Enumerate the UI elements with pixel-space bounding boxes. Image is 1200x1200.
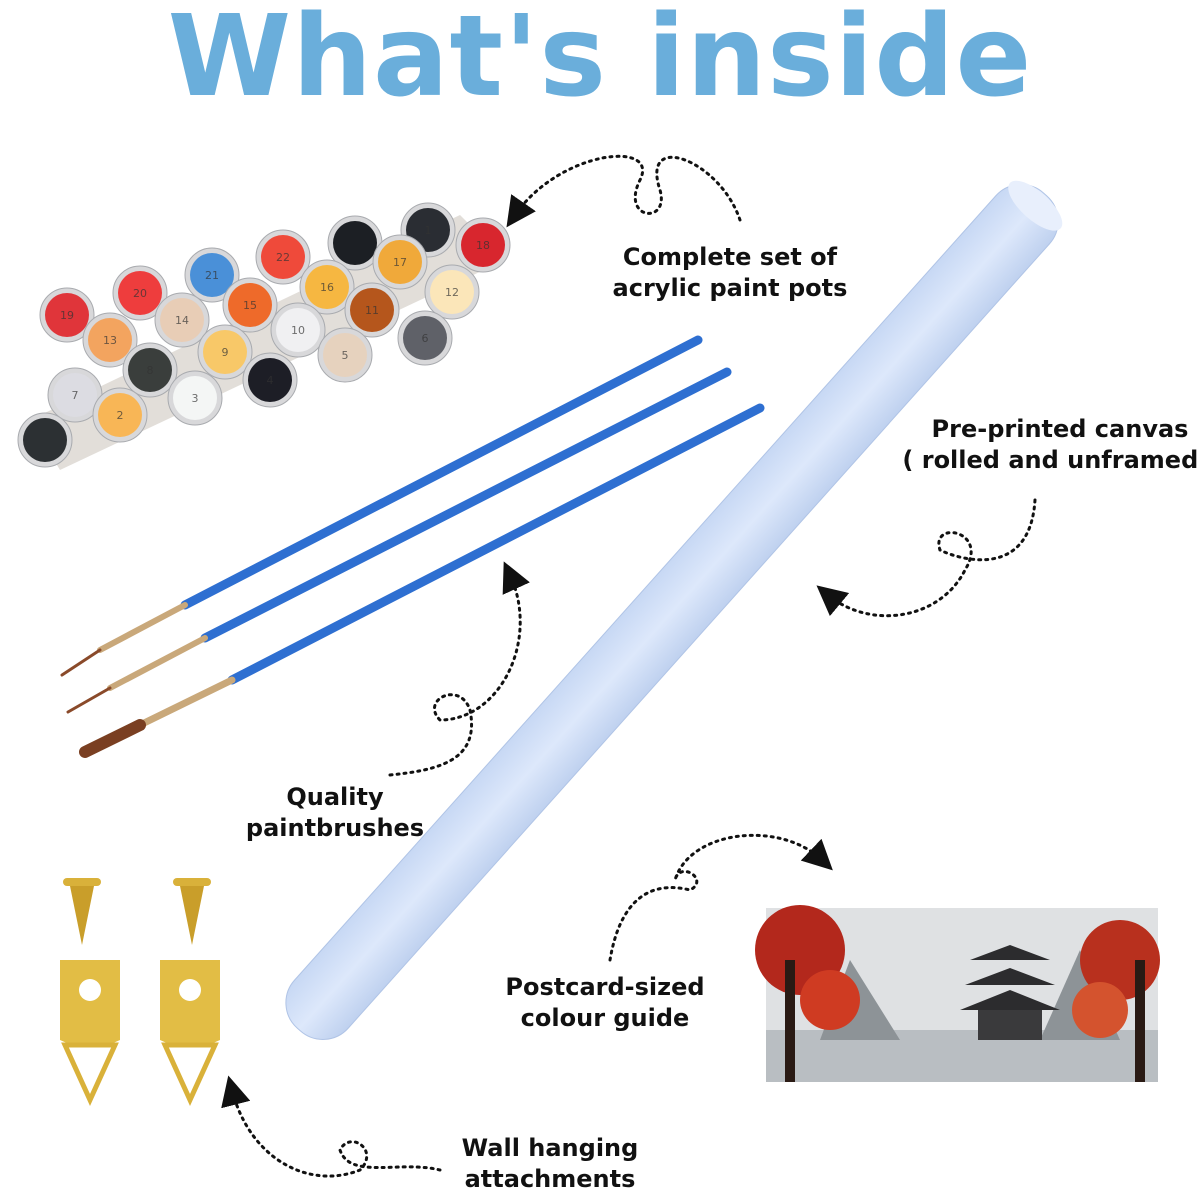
- paint-pot: 10: [270, 302, 326, 358]
- paint-pot: 20: [112, 265, 168, 321]
- paintbrushes: [60, 335, 765, 758]
- label-line: ( rolled and unframed ): [902, 446, 1200, 474]
- paint-pot-number: 7: [72, 389, 79, 402]
- label-line: colour guide: [520, 1004, 690, 1032]
- paint-pot-number: 14: [175, 314, 189, 327]
- paint-pot-number: 16: [320, 281, 334, 294]
- paint-pot: [17, 412, 73, 468]
- paint-pot: 9: [197, 324, 253, 380]
- arrow-colour-guide: [608, 833, 833, 962]
- paint-pot: 8: [122, 342, 178, 398]
- paint-pot-number: 8: [147, 364, 154, 377]
- paint-pot-number: 6: [422, 332, 429, 345]
- paint-pot: 3: [167, 370, 223, 426]
- paint-pot-number: 1: [425, 224, 432, 237]
- paint-pot-number: 17: [393, 256, 407, 269]
- dotted-arrows: [221, 154, 1037, 1178]
- paint-pot-number: 5: [342, 349, 349, 362]
- hanger-2: [160, 960, 220, 1107]
- arrow-brushes: [388, 561, 530, 777]
- paint-pot: 14: [154, 292, 210, 348]
- label-brushes: Quality paintbrushes: [230, 782, 440, 844]
- paint-pot-number: 18: [476, 239, 490, 252]
- paint-pot-number: 12: [445, 286, 459, 299]
- label-paint-pots: Complete set of acrylic paint pots: [600, 242, 860, 304]
- label-line: Wall hanging: [461, 1134, 639, 1162]
- label-line: Complete set of: [622, 243, 838, 271]
- paint-pot: 21: [184, 247, 240, 303]
- label-wall-hanging: Wall hanging attachments: [445, 1133, 655, 1195]
- paint-pot: 2: [92, 387, 148, 443]
- paint-pot: 13: [82, 312, 138, 368]
- label-colour-guide: Postcard-sized colour guide: [490, 972, 720, 1034]
- paint-pot: 12: [424, 264, 480, 320]
- label-canvas: Pre-printed canvas ( rolled and unframed…: [890, 414, 1200, 476]
- label-line: acrylic paint pots: [612, 274, 848, 302]
- label-line: Quality: [286, 783, 384, 811]
- paint-pot-number: 21: [205, 269, 219, 282]
- paint-pot-number: 10: [291, 324, 305, 337]
- canvas-roll: [285, 180, 1063, 1040]
- paint-pot-number: 4: [267, 374, 274, 387]
- paint-pot: 15: [222, 277, 278, 333]
- paint-pot-number: 19: [60, 309, 74, 322]
- paint-pot: 22: [255, 229, 311, 285]
- paint-pot-number: 13: [103, 334, 117, 347]
- paint-pot: [327, 215, 383, 271]
- paint-pot: 16: [299, 259, 355, 315]
- arrow-wall-hanging: [221, 1075, 442, 1178]
- label-line: paintbrushes: [245, 814, 425, 842]
- screw-1: [63, 878, 101, 945]
- colour-guide-postcard: [755, 905, 1160, 1082]
- paint-pot: 18: [455, 217, 511, 273]
- label-line: Pre-printed canvas: [931, 415, 1189, 443]
- paint-pot-number: 20: [133, 287, 147, 300]
- label-line: attachments: [464, 1165, 636, 1193]
- paint-pot: 19: [39, 287, 95, 343]
- wall-hanging-hardware: [60, 878, 220, 1107]
- page-title: What's inside: [167, 0, 1033, 122]
- arrow-canvas: [816, 498, 1037, 618]
- paint-pot-number: 22: [276, 251, 290, 264]
- paint-pot: 4: [242, 352, 298, 408]
- paint-pot-set: 19 20 21 22 1 18 13 14 15 16 17 12 7 8 9 10 11 6 2 3 4 5: [17, 202, 511, 468]
- paint-pot-number: 11: [365, 304, 379, 317]
- paint-pot-number: 9: [222, 346, 229, 359]
- paint-pot: 17: [372, 234, 428, 290]
- paint-pot-number: 3: [192, 392, 199, 405]
- hanger-1: [60, 960, 120, 1107]
- screw-2: [173, 878, 211, 945]
- paint-pot: 11: [344, 282, 400, 338]
- paint-pot-number: 2: [117, 409, 124, 422]
- label-line: Postcard-sized: [505, 973, 705, 1001]
- paint-pot: 6: [397, 310, 453, 366]
- paint-pot-number: 15: [243, 299, 257, 312]
- paint-pot: 5: [317, 327, 373, 383]
- paint-pot: 7: [47, 367, 103, 423]
- arrow-paint-pots: [506, 154, 742, 228]
